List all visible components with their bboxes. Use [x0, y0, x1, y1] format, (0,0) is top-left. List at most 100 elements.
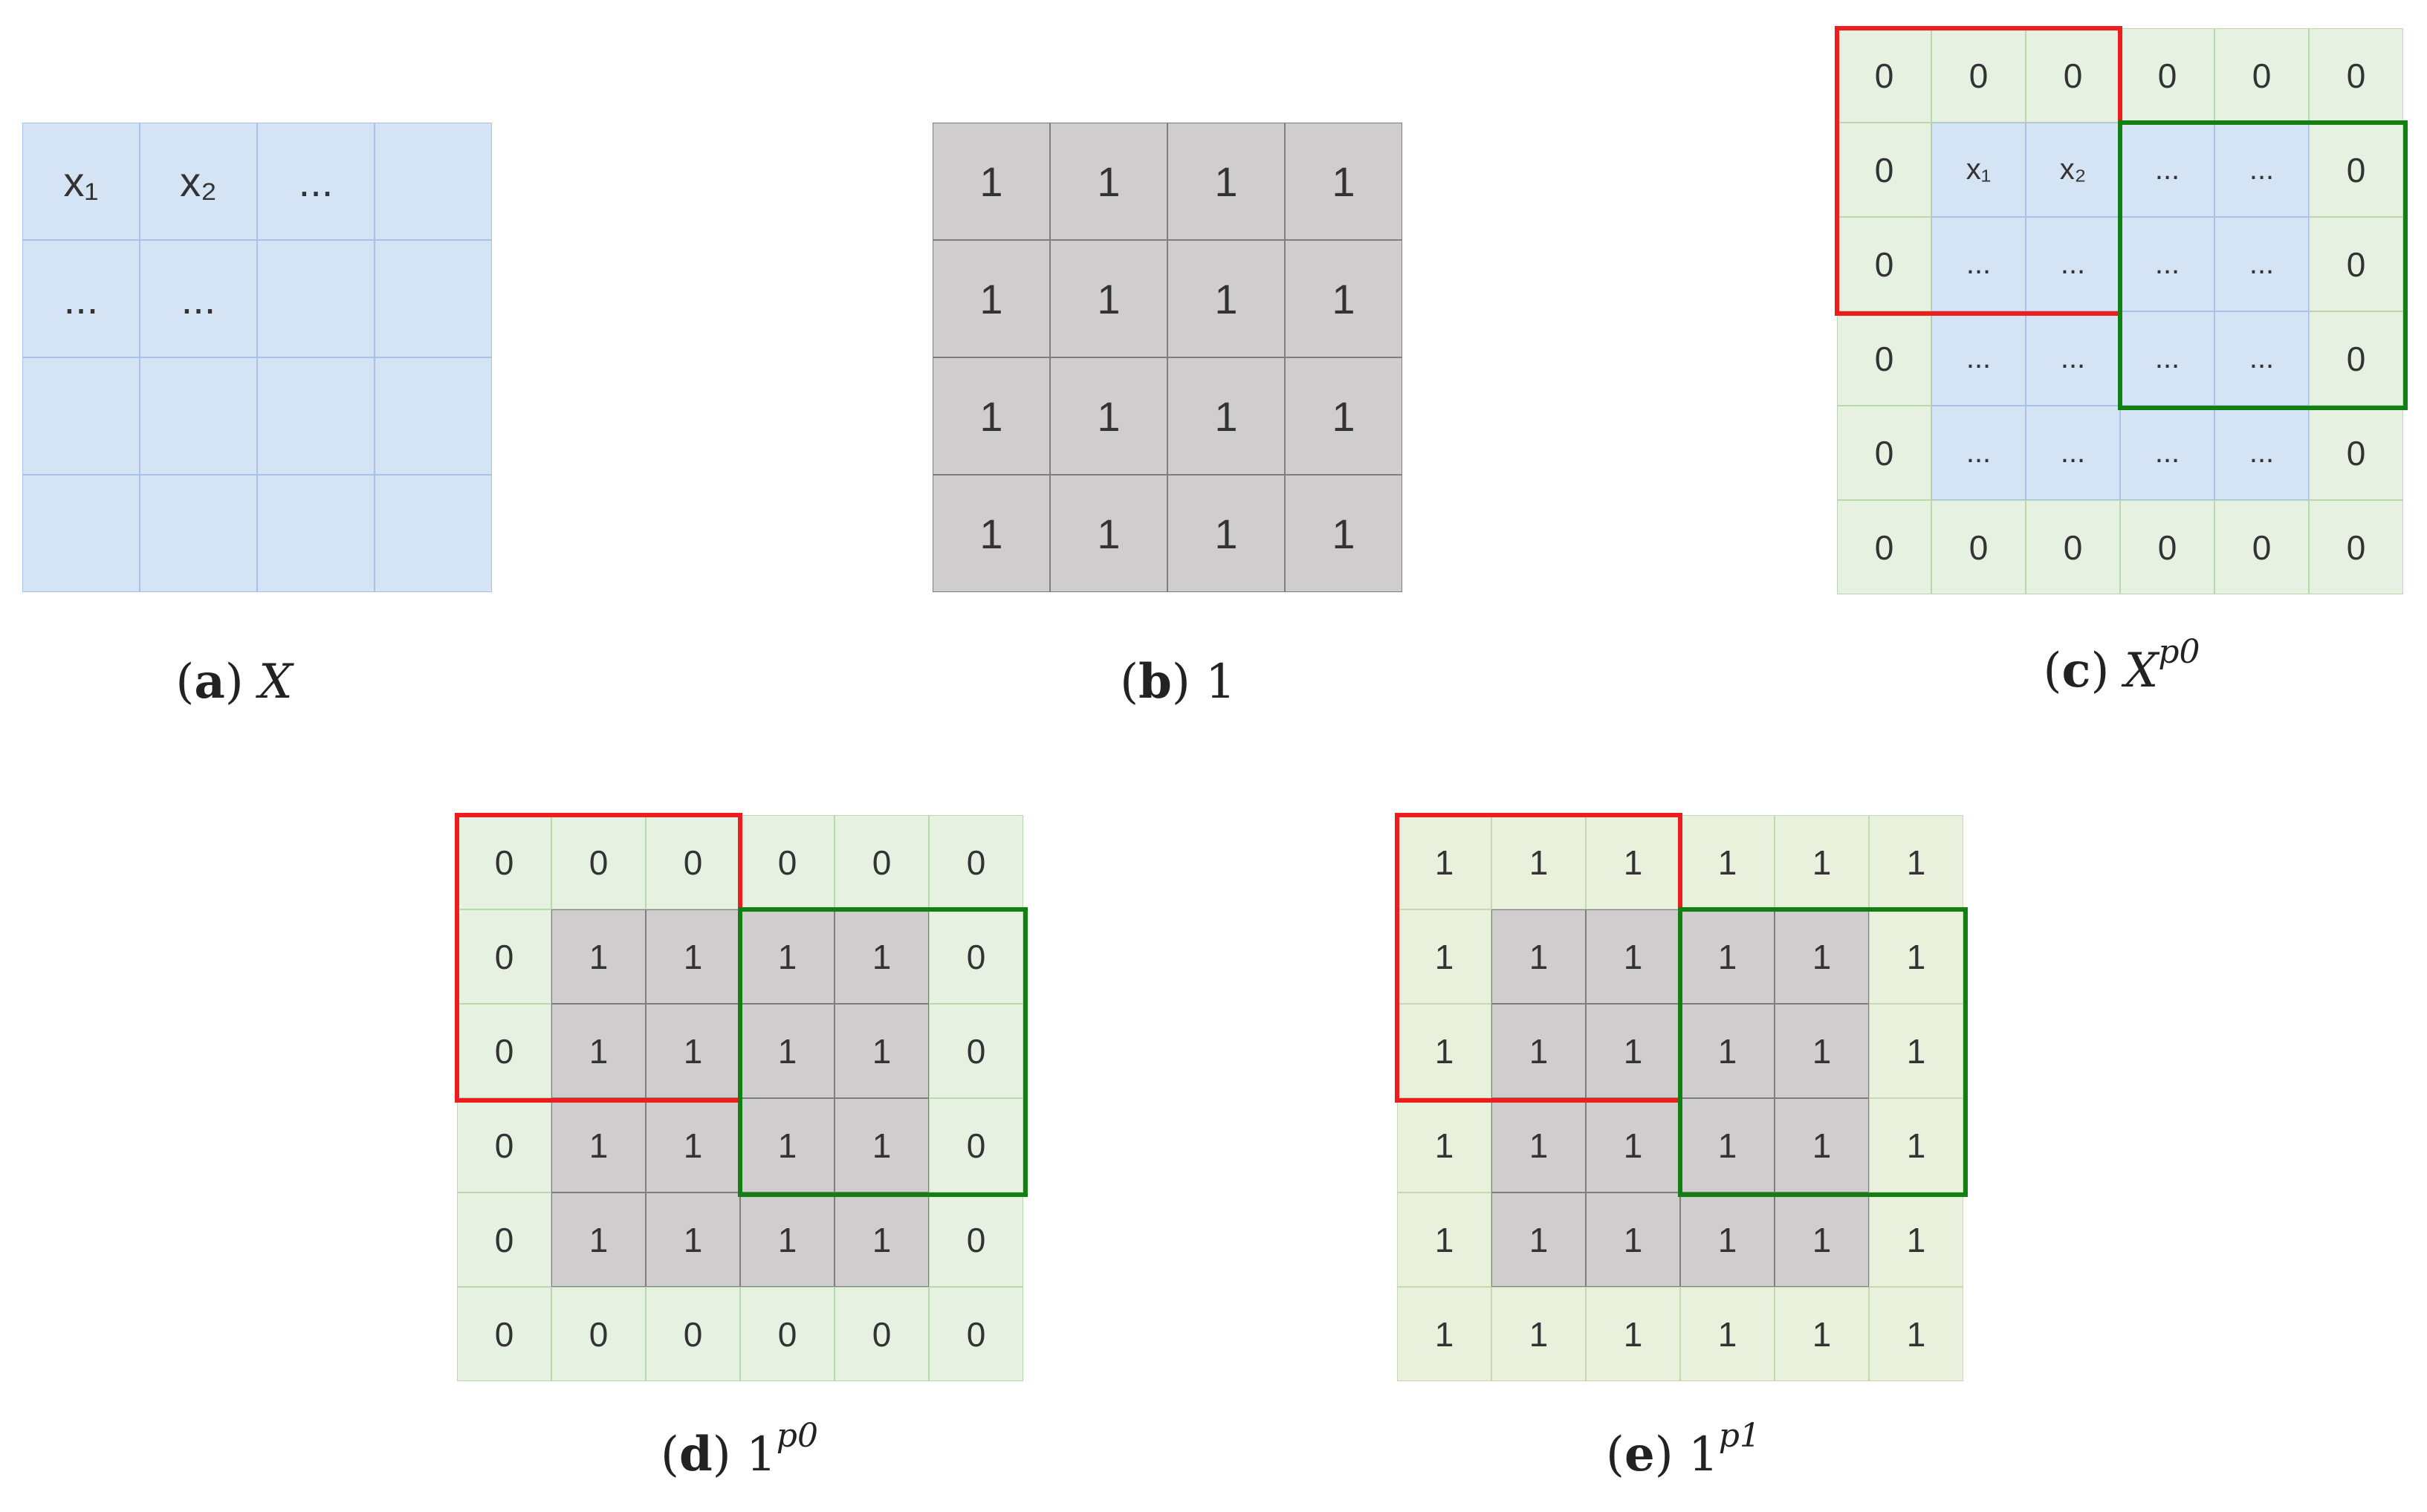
matrix-cell: 1	[1586, 1004, 1680, 1098]
matrix-cell	[140, 357, 257, 475]
matrix-cell: 1	[1491, 815, 1586, 909]
matrix-cell: 0	[2026, 28, 2120, 123]
matrix-cell: 1	[1775, 1287, 1869, 1381]
matrix-cell	[375, 123, 492, 240]
matrix-cell: 0	[2026, 500, 2120, 594]
matrix-cell: 1	[1285, 123, 1402, 240]
matrix-cell: 1	[740, 1193, 835, 1287]
matrix-cell: 1	[835, 1193, 929, 1287]
matrix-cell: 0	[1837, 311, 1931, 406]
matrix-cell: 1	[551, 909, 646, 1004]
matrix-cell: 0	[2214, 28, 2309, 123]
matrix-cell: 1	[1397, 909, 1491, 1004]
matrix-cell: 1	[1586, 1287, 1680, 1381]
matrix-cell: 0	[2309, 123, 2403, 217]
matrix-cell: 0	[2309, 311, 2403, 406]
matrix-cell: 1	[1680, 815, 1775, 909]
matrix-cell: ...	[1931, 217, 2026, 311]
matrix-cell: 1	[646, 909, 740, 1004]
matrix-cell: 1	[1586, 815, 1680, 909]
matrix-cell: 1	[740, 1098, 835, 1193]
matrix-cell: 1	[1397, 815, 1491, 909]
matrix-cell: 1	[1397, 1098, 1491, 1193]
matrix-cell: ...	[2120, 406, 2214, 500]
matrix-cell: 1	[1167, 475, 1285, 592]
matrix-cell	[22, 357, 140, 475]
matrix-cell: 1	[1397, 1004, 1491, 1098]
matrix-cell: 1	[1869, 1287, 1963, 1381]
matrix-cell: ...	[2120, 217, 2214, 311]
matrix-cell: 1	[1680, 1098, 1775, 1193]
matrix-cell: 1	[1775, 909, 1869, 1004]
matrix-cell: 0	[2309, 28, 2403, 123]
matrix-cell: 1	[835, 1004, 929, 1098]
matrix-cell: 1	[933, 357, 1050, 475]
matrix-cell: 0	[457, 1287, 551, 1381]
caption-a: (a) X	[175, 654, 293, 710]
matrix-cell: 0	[646, 1287, 740, 1381]
matrix-cell: 1	[1285, 475, 1402, 592]
matrix-cell: 0	[2120, 500, 2214, 594]
matrix-cell: 1	[1167, 357, 1285, 475]
matrix-cell: 1	[1680, 1287, 1775, 1381]
matrix-cell	[375, 475, 492, 592]
matrix-cell: ...	[2214, 311, 2309, 406]
matrix-cell: 1	[1050, 475, 1167, 592]
matrix-cell: 1	[1491, 1287, 1586, 1381]
matrix-cell: 1	[740, 909, 835, 1004]
matrix-cell: 1	[1167, 240, 1285, 357]
matrix-cell: 1	[1491, 909, 1586, 1004]
matrix-cell: 1	[646, 1098, 740, 1193]
matrix-cell: 1	[1869, 909, 1963, 1004]
caption-d: (d) 1p0	[661, 1417, 818, 1483]
matrix-cell: x₂	[140, 123, 257, 240]
matrix-cell: 1	[1869, 815, 1963, 909]
matrix-cell: ...	[2120, 311, 2214, 406]
matrix-cell: 1	[646, 1004, 740, 1098]
matrix-cell: 0	[1837, 217, 1931, 311]
matrix-cell: 0	[929, 815, 1023, 909]
matrix-cell: 1	[1491, 1004, 1586, 1098]
matrix-cell: 1	[1397, 1287, 1491, 1381]
matrix-cell: 1	[1491, 1193, 1586, 1287]
matrix-cell: 0	[1837, 406, 1931, 500]
matrix-cell: ...	[1931, 406, 2026, 500]
matrix-cell: 1	[835, 909, 929, 1004]
matrix-cell: ...	[1931, 311, 2026, 406]
matrix-cell: 1	[1167, 123, 1285, 240]
matrix-cell: 1	[1285, 357, 1402, 475]
matrix-cell: 0	[457, 909, 551, 1004]
caption-c: (c) Xp0	[2043, 633, 2200, 699]
matrix-cell: ...	[2214, 217, 2309, 311]
matrix-cell	[257, 240, 375, 357]
matrix-cell	[140, 475, 257, 592]
matrix-cell	[375, 240, 492, 357]
matrix-cell: 1	[1775, 1098, 1869, 1193]
matrix-cell: 0	[2309, 217, 2403, 311]
matrix-cell: 0	[457, 1004, 551, 1098]
matrix-cell: ...	[2026, 217, 2120, 311]
matrix-cell: 0	[1837, 28, 1931, 123]
matrix-cell: 0	[740, 1287, 835, 1381]
matrix-cell: ...	[2214, 406, 2309, 500]
matrix-cell: 0	[929, 1193, 1023, 1287]
matrix-cell: 1	[933, 123, 1050, 240]
matrix-cell: 0	[551, 1287, 646, 1381]
matrix-cell: ...	[140, 240, 257, 357]
matrix-cell: x₁	[1931, 123, 2026, 217]
matrix-cell	[257, 475, 375, 592]
matrix-cell: 1	[1775, 1193, 1869, 1287]
matrix-cell	[22, 475, 140, 592]
matrix-cell: 0	[2120, 28, 2214, 123]
matrix-cell: ...	[2026, 406, 2120, 500]
matrix-cell: 1	[1491, 1098, 1586, 1193]
matrix-cell: 0	[929, 1098, 1023, 1193]
matrix-cell: 0	[2309, 406, 2403, 500]
matrix-cell: 0	[457, 815, 551, 909]
matrix-cell: 0	[835, 815, 929, 909]
matrix-cell: 1	[1869, 1098, 1963, 1193]
matrix-cell: 1	[1586, 1193, 1680, 1287]
